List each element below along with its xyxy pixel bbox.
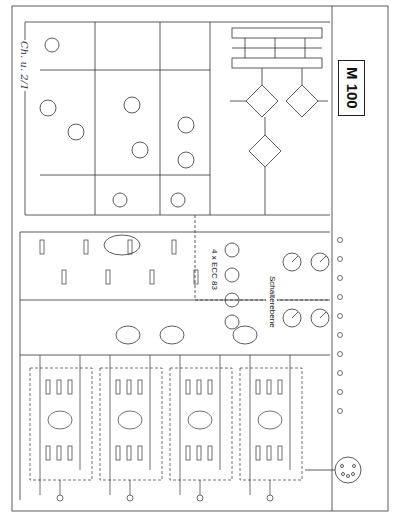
mains-transformer [232, 28, 322, 68]
terminal [338, 390, 343, 395]
terminal [338, 238, 343, 243]
terminal [338, 276, 343, 281]
resistor-symbol [150, 270, 154, 284]
supply-rail [25, 215, 330, 216]
wire [210, 22, 211, 215]
preamp-channel [100, 355, 162, 501]
wire [20, 232, 21, 500]
resistor-symbol [40, 240, 44, 254]
transistor-symbol [40, 38, 194, 207]
wire [40, 70, 210, 71]
terminal [338, 295, 343, 300]
screen-line [195, 300, 330, 301]
wire [40, 175, 210, 176]
drawing-frame [12, 6, 388, 511]
wire [20, 232, 330, 233]
tube-type-label: 4 x ECC 83 [208, 248, 219, 291]
switch-symbol [283, 253, 329, 327]
terminal [338, 409, 343, 414]
wire [20, 300, 330, 301]
terminal [338, 371, 343, 376]
tube-symbol [104, 235, 257, 344]
terminal [338, 314, 343, 319]
wire [160, 22, 161, 215]
resistor-symbol [84, 240, 88, 254]
switch-note: Schalterebene [266, 275, 277, 329]
terminal [338, 333, 343, 338]
wire [95, 22, 96, 215]
screen-line [195, 215, 196, 300]
bridge-rectifier [230, 68, 328, 215]
wire [305, 470, 335, 471]
preamp-channel [170, 355, 232, 501]
handwritten-note: Ch. u. 2/1 [18, 40, 31, 91]
resistor-symbol [62, 270, 66, 284]
supply-rail [25, 22, 330, 23]
resistor-symbol [128, 240, 132, 254]
terminal [338, 257, 343, 262]
preamp-channel [240, 355, 302, 501]
resistor-symbol [194, 270, 198, 284]
preamp-channel [30, 355, 92, 501]
resistor-symbol [172, 240, 176, 254]
wire [20, 355, 330, 356]
title-text: M 100 [343, 67, 360, 109]
din-socket [335, 457, 361, 483]
title-block: M 100 [338, 60, 365, 116]
terminal [338, 352, 343, 357]
resistor-symbol [106, 270, 110, 284]
title-column-line [332, 6, 333, 511]
